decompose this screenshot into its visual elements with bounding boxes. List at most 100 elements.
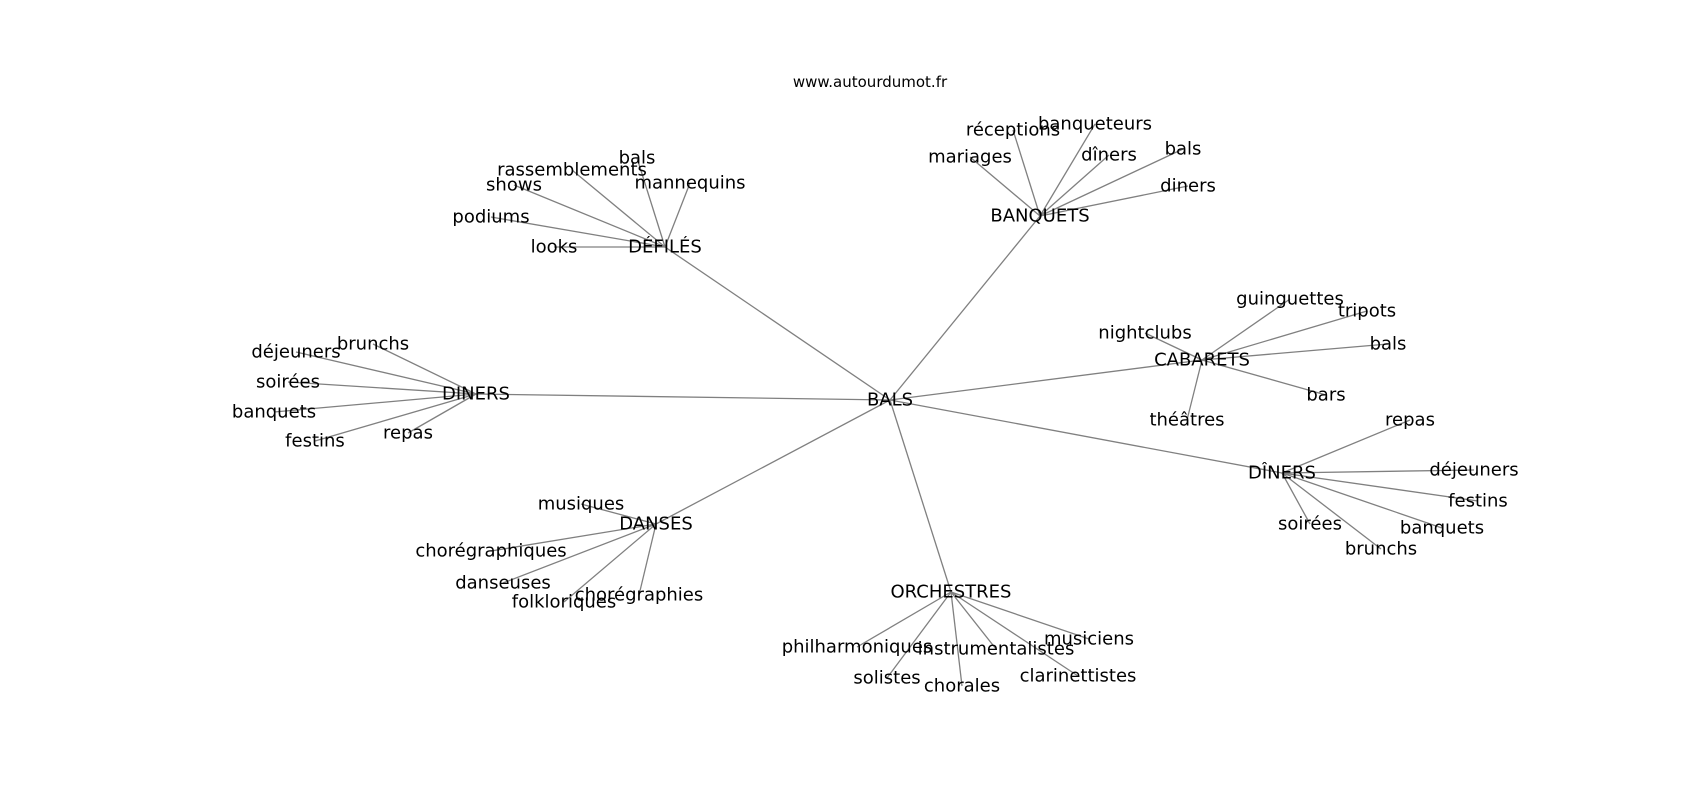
edge-center-hub — [655, 399, 891, 525]
edge-hub-leaf — [1144, 332, 1203, 361]
edge-center-hub — [664, 246, 891, 401]
edge-center-hub — [475, 393, 891, 401]
edge-hub-leaf — [638, 523, 657, 596]
edge-hub-leaf — [1201, 343, 1389, 361]
leaf-word: philharmoniques — [782, 637, 933, 658]
edge-hub-leaf — [407, 393, 477, 434]
leaf-word: mannequins — [634, 173, 745, 194]
edge-hub-leaf — [1201, 310, 1368, 361]
edge-hub-leaf — [287, 381, 477, 395]
leaf-word: bals — [1370, 334, 1407, 355]
leaf-word: danseuses — [455, 573, 551, 594]
cluster-hub-word: DÉFILÉS — [628, 236, 702, 258]
leaf-word: brunchs — [337, 334, 409, 355]
leaf-word: mariages — [928, 147, 1012, 168]
leaf-word: musiques — [538, 494, 625, 515]
edge-center-hub — [889, 399, 952, 593]
edge-hub-leaf — [295, 351, 477, 395]
edge-hub-leaf — [1039, 123, 1096, 217]
edge-hub-leaf — [571, 169, 666, 248]
leaf-word: festins — [285, 431, 345, 452]
leaf-word: solistes — [853, 668, 920, 689]
leaf-word: looks — [531, 237, 578, 258]
edge-hub-leaf — [950, 591, 1090, 640]
leaf-word: banqueteurs — [1038, 114, 1152, 135]
leaf-word: brunchs — [1345, 539, 1417, 560]
graph-edges — [273, 123, 1479, 687]
leaf-word: bals — [1165, 139, 1202, 160]
edge-hub-leaf — [1039, 154, 1110, 217]
edge-hub-leaf — [886, 591, 952, 679]
cluster-hub-word: DANSES — [619, 514, 693, 535]
edge-hub-leaf — [1281, 472, 1311, 525]
center-word: BALS — [867, 390, 913, 411]
leaf-word: dîners — [1081, 145, 1137, 166]
leaf-word: repas — [1385, 410, 1435, 431]
edge-hub-leaf — [1281, 469, 1475, 474]
edge-center-hub — [889, 215, 1041, 401]
leaf-word: podiums — [452, 207, 529, 228]
edge-hub-leaf — [490, 216, 666, 248]
edge-hub-leaf — [1201, 298, 1291, 361]
leaf-word: déjeuners — [1429, 460, 1518, 481]
edge-hub-leaf — [1012, 129, 1041, 217]
edge-center-hub — [889, 399, 1283, 474]
cluster-hub-word: CABARETS — [1154, 350, 1250, 371]
leaf-word: shows — [486, 175, 542, 196]
leaf-word: chorégraphiques — [415, 541, 566, 562]
edge-hub-leaf — [1281, 472, 1443, 529]
leaf-word: festins — [1448, 491, 1508, 512]
leaf-word: réceptions — [966, 120, 1060, 141]
leaf-word: soirées — [256, 372, 320, 393]
source-label: www.autourdumot.fr — [793, 73, 948, 91]
edge-hub-leaf — [950, 591, 1079, 677]
edge-hub-leaf — [636, 157, 666, 248]
leaf-word: guinguettes — [1236, 289, 1344, 310]
edge-center-hub — [889, 359, 1203, 401]
edge-hub-leaf — [314, 393, 477, 442]
edge-hub-leaf — [580, 503, 657, 525]
leaf-word: théâtres — [1149, 410, 1224, 431]
leaf-word: rassemblements — [497, 160, 647, 181]
leaf-word: chorales — [924, 676, 1000, 697]
edge-hub-leaf — [502, 523, 657, 584]
edge-hub-leaf — [950, 591, 997, 650]
leaf-word: diners — [1160, 176, 1216, 197]
edge-hub-leaf — [969, 156, 1041, 217]
edge-hub-leaf — [1039, 148, 1184, 217]
leaf-word: tripots — [1338, 301, 1396, 322]
edge-hub-leaf — [950, 591, 963, 687]
leaf-word: folkloriques — [512, 592, 616, 613]
edge-hub-leaf — [490, 523, 657, 552]
leaf-word: déjeuners — [251, 342, 340, 363]
edge-hub-leaf — [372, 343, 477, 395]
leaf-word: chorégraphies — [575, 585, 704, 606]
edge-hub-leaf — [1039, 185, 1189, 217]
edge-hub-leaf — [1201, 359, 1327, 396]
leaf-word: instrumentalistes — [918, 639, 1075, 660]
edge-hub-leaf — [1186, 359, 1203, 421]
edge-hub-leaf — [513, 184, 666, 248]
edge-hub-leaf — [273, 393, 477, 413]
cluster-hub-word: DÎNERS — [1248, 462, 1316, 484]
cluster-hub-word: DINERS — [442, 384, 510, 405]
leaf-word: clarinettistes — [1020, 666, 1137, 687]
leaf-word: musiciens — [1044, 629, 1134, 650]
leaf-word: soirées — [1278, 514, 1342, 535]
leaf-word: banquets — [1400, 518, 1484, 539]
cluster-hub-word: BANQUETS — [990, 206, 1089, 227]
edge-hub-leaf — [1281, 419, 1411, 474]
cluster-hub-word: ORCHESTRES — [891, 582, 1012, 603]
leaf-word: bals — [619, 148, 656, 169]
leaf-word: repas — [383, 423, 433, 444]
edge-hub-leaf — [563, 523, 657, 603]
leaf-word: banquets — [232, 402, 316, 423]
edge-hub-leaf — [664, 182, 691, 248]
leaf-word: bars — [1306, 385, 1345, 406]
edge-hub-leaf — [856, 591, 952, 648]
edge-hub-leaf — [1281, 472, 1382, 550]
edge-hub-leaf — [1281, 472, 1479, 502]
leaf-word: nightclubs — [1098, 323, 1191, 344]
